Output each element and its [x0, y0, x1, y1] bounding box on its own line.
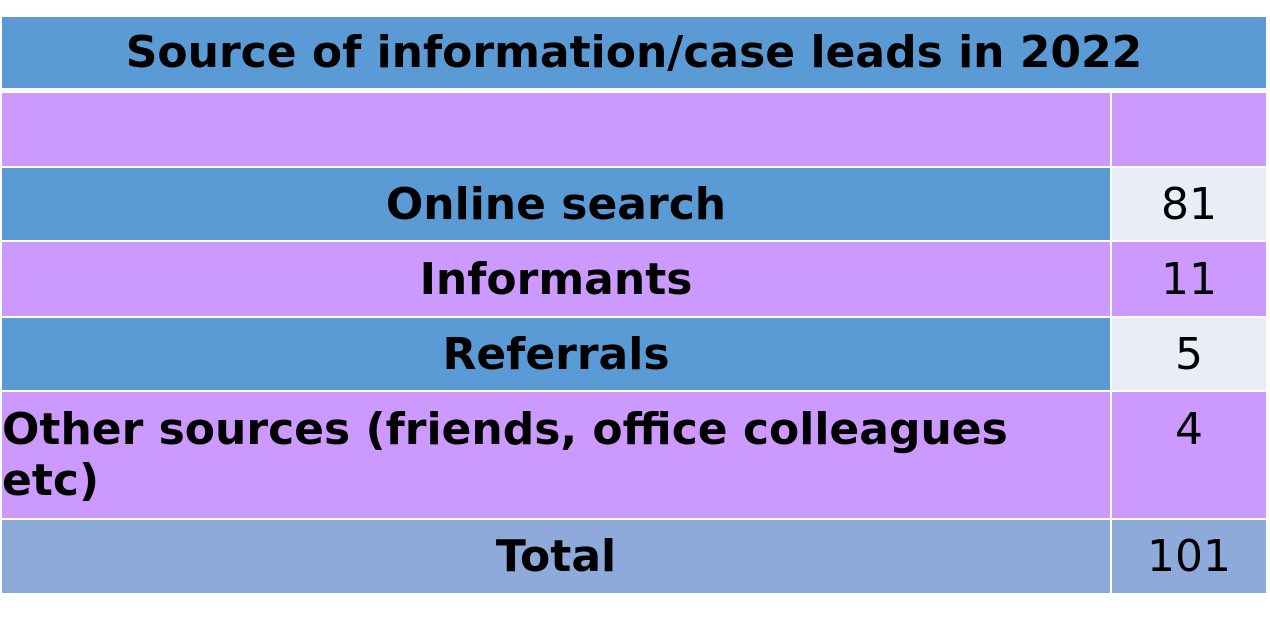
- row-value: 5: [1112, 318, 1266, 390]
- row-value: 81: [1112, 168, 1266, 240]
- total-label: Total: [2, 520, 1110, 593]
- total-value: 101: [1112, 520, 1266, 593]
- row-value: 11: [1112, 242, 1266, 316]
- row-label: Referrals: [2, 318, 1110, 390]
- row-label: Other sources (friends, office colleague…: [2, 392, 1110, 518]
- header-value-cell: [1112, 93, 1266, 166]
- header-label-cell: [2, 93, 1110, 166]
- row-label: Online search: [2, 168, 1110, 240]
- table-row: Informants 11: [2, 242, 1266, 316]
- table-row: Other sources (friends, office colleague…: [2, 392, 1266, 518]
- row-label: Informants: [2, 242, 1110, 316]
- table-row: Referrals 5: [2, 318, 1266, 390]
- table-row: Online search 81: [2, 168, 1266, 240]
- table-header-row: [2, 93, 1266, 166]
- table-total-row: Total 101: [2, 520, 1266, 593]
- table-title: Source of information/case leads in 2022: [2, 17, 1266, 88]
- row-value: 4: [1112, 392, 1266, 518]
